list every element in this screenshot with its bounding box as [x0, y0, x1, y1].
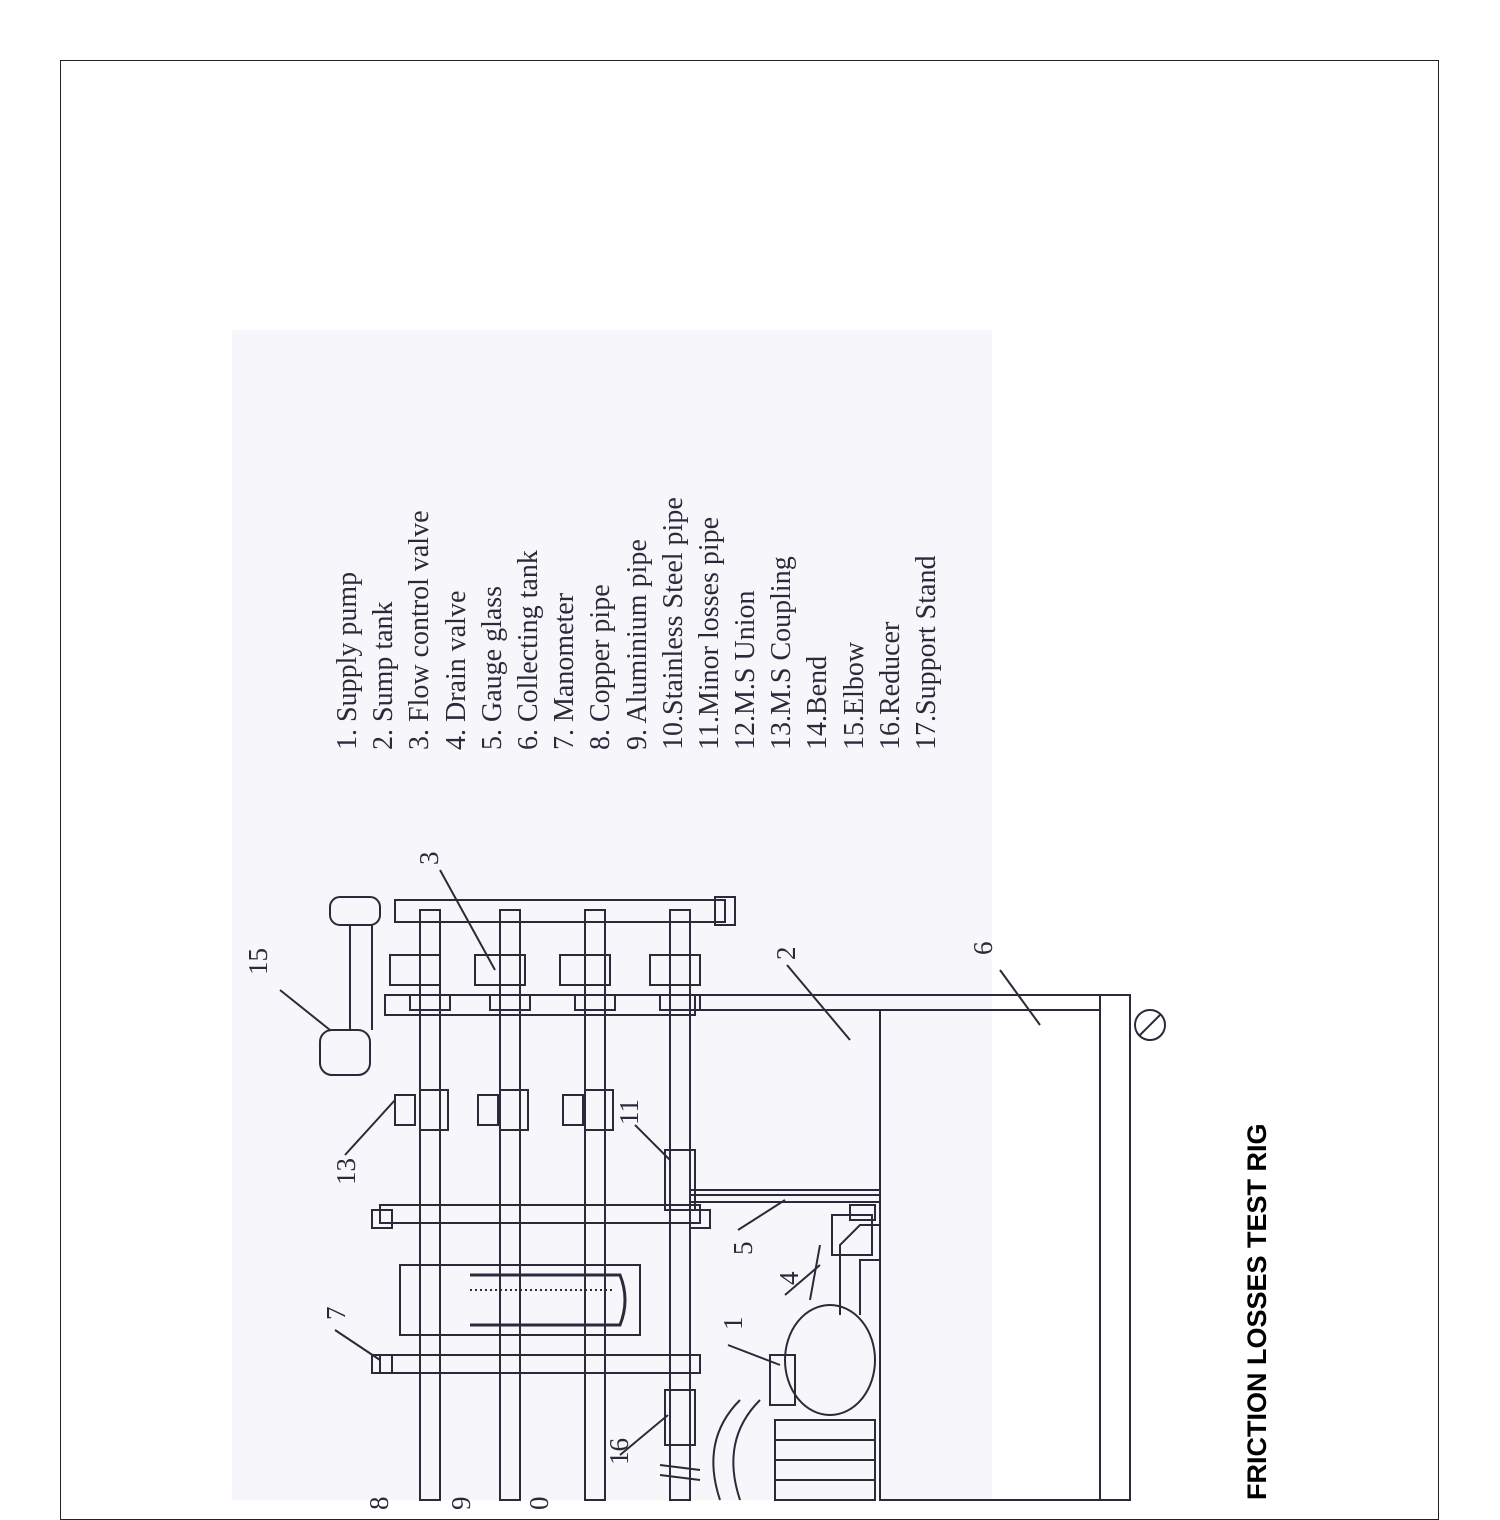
valve-3 — [559, 954, 611, 986]
callout-3: 3 — [414, 852, 444, 866]
scan-background — [232, 330, 992, 1500]
legend-item: 16.Reducer — [874, 621, 906, 750]
callout-13: 13 — [331, 1158, 361, 1185]
coupling-3 — [584, 1089, 614, 1131]
callout-9: 9 — [446, 1497, 476, 1511]
legend-item: 7. Manometer — [549, 592, 581, 750]
callout-10: 0 — [524, 1497, 554, 1511]
bend-pipe-top — [329, 896, 381, 926]
legend-item: 1. Supply pump — [332, 571, 363, 750]
parts-legend: 1. Supply pump 2. Sump tank 3. Flow cont… — [330, 497, 945, 750]
figure-title: FRICTION LOSSES TEST RIG — [1242, 1123, 1272, 1500]
legend-item: 9. Aluminium pipe — [621, 539, 653, 750]
callout-16: 16 — [604, 1438, 634, 1465]
legend-item: 8. Copper pipe — [585, 584, 617, 750]
callout-4: 4 — [774, 1271, 804, 1285]
coupling-2 — [499, 1089, 529, 1131]
legend-item: 12.M.S Union — [730, 590, 762, 750]
legend-item: 15.Elbow — [838, 641, 870, 750]
valve-1 — [389, 954, 441, 986]
support-stand — [1099, 994, 1131, 1501]
elbow-fitting — [319, 1029, 371, 1076]
manometer-u-tube — [470, 1273, 627, 1327]
callout-8: 8 — [364, 1497, 394, 1511]
callout-11: 11 — [614, 1099, 644, 1125]
legend-item: 2. Sump tank — [368, 601, 400, 750]
legend-item: 3. Flow control valve — [404, 510, 436, 750]
legend-item: 11.Minor losses pipe — [693, 516, 725, 750]
suction-pipe — [712, 1399, 741, 1501]
callout-5: 5 — [728, 1242, 758, 1256]
callout-2: 2 — [771, 947, 801, 961]
legend-item: 10.Stainless Steel pipe — [657, 497, 689, 750]
coupling-1 — [419, 1089, 449, 1131]
callout-15: 15 — [243, 948, 273, 975]
callout-7: 7 — [321, 1307, 351, 1321]
supply-pump — [784, 1304, 876, 1416]
reducer-minor — [664, 1149, 696, 1211]
valve-2 — [474, 954, 526, 986]
valve-4 — [649, 954, 701, 986]
drain-valve — [831, 1214, 873, 1256]
legend-item: 6. Collecting tank — [512, 550, 544, 750]
legend-item: 5. Gauge glass — [476, 585, 508, 750]
manometer-board — [399, 1264, 641, 1336]
callout-6: 6 — [968, 942, 998, 956]
drain-outlet — [1134, 1009, 1166, 1041]
sump-tank — [689, 1009, 881, 1191]
collecting-tank — [879, 1009, 1101, 1501]
legend-item: 17.Support Stand — [911, 555, 942, 750]
legend-item: 13.M.S Coupling — [766, 556, 798, 750]
legend-item: 4. Drain valve — [440, 590, 472, 750]
legend-item: 14.Bend — [802, 655, 834, 750]
callout-1: 1 — [718, 1317, 748, 1331]
